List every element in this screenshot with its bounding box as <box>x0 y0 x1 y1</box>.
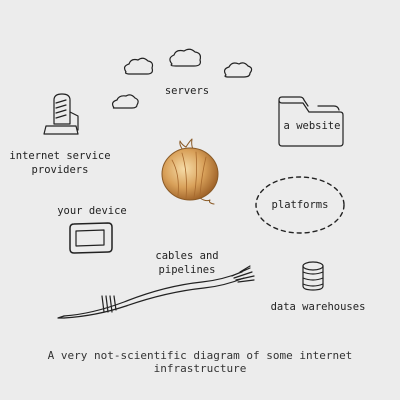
platforms-label: platforms <box>271 199 329 211</box>
folder-icon <box>278 96 344 147</box>
database-icon <box>302 261 324 291</box>
isp-label: internet service providers <box>9 150 111 176</box>
cloud-icon <box>111 94 139 109</box>
tablet-icon <box>69 222 113 254</box>
servers-label: servers <box>164 85 210 97</box>
onion-icon <box>161 138 219 205</box>
cables-label: cables and pipelines <box>155 250 219 276</box>
diagram-caption: A very not-scientific diagram of some in… <box>47 349 353 375</box>
warehouses-label: data warehouses <box>270 301 366 313</box>
website-label: a website <box>283 120 341 132</box>
router-icon <box>43 93 79 135</box>
cable-icon <box>57 265 255 319</box>
platforms-outline <box>255 176 345 234</box>
cloud-icon <box>123 57 154 75</box>
cloud-icon <box>169 48 202 67</box>
cloud-icon <box>223 62 253 78</box>
device-label: your device <box>57 205 127 217</box>
